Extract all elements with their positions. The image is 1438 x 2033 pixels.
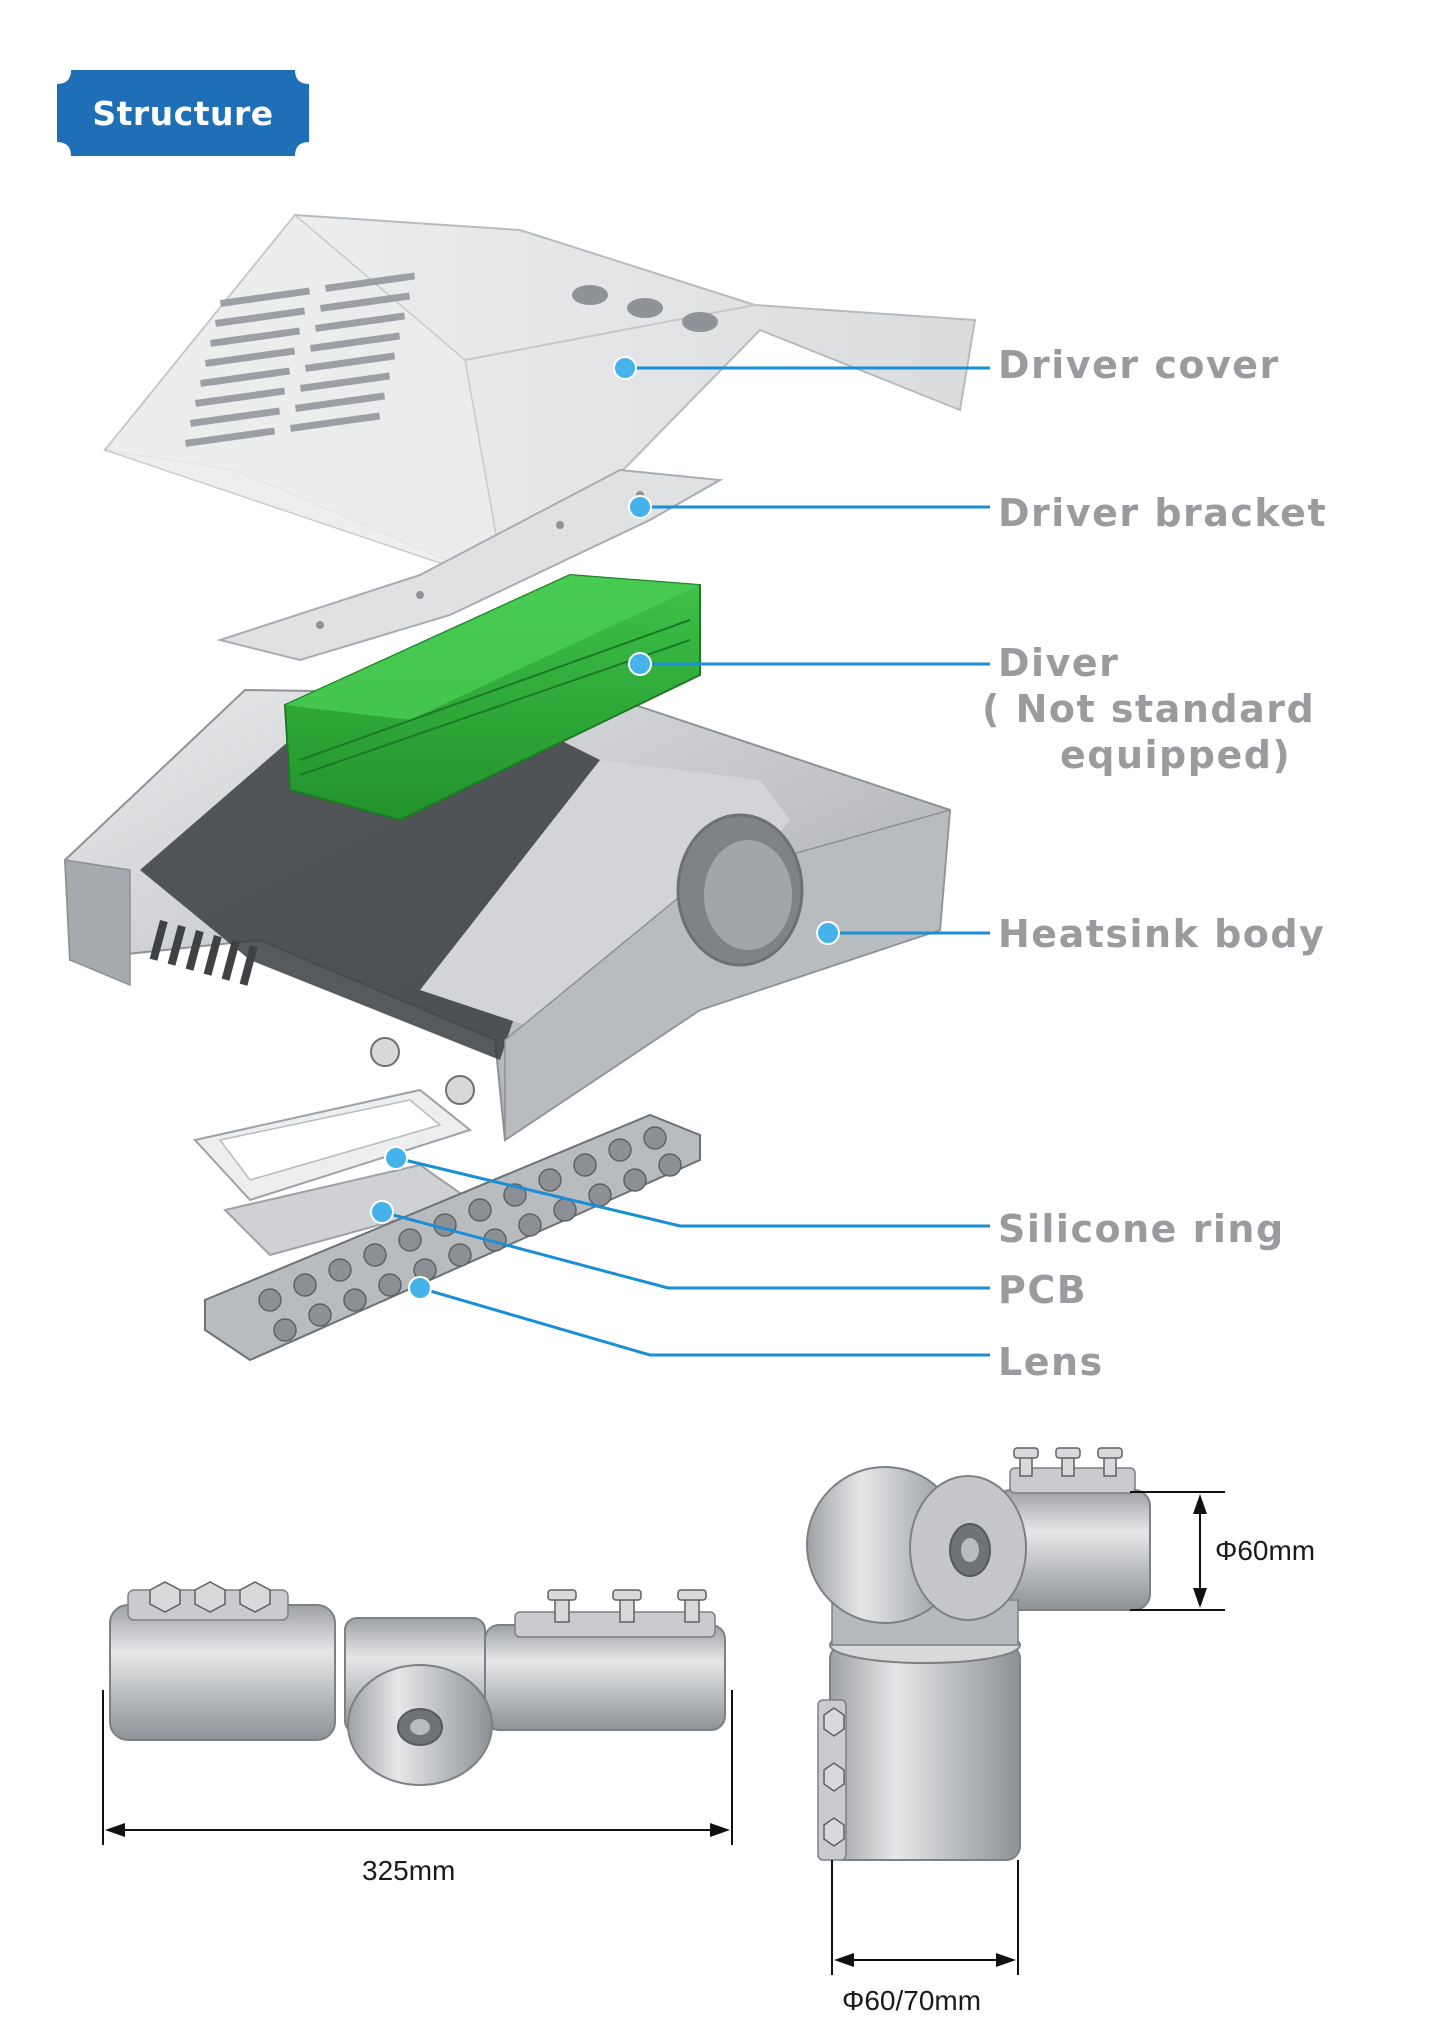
arm-diameter-dimension (1130, 1491, 1225, 1611)
horizontal-bracket (109, 1581, 726, 1786)
label-driver-cover: Driver cover (998, 343, 1280, 387)
label-lens: Lens (998, 1340, 1104, 1384)
section-title: Structure (92, 93, 274, 133)
dimension-arm-diameter: Φ60mm (1215, 1535, 1316, 1566)
dimension-pole-diameter: Φ60/70mm (842, 1985, 982, 2016)
lens-part (204, 1113, 701, 1362)
cover-vent-slots (185, 272, 416, 447)
callout-lines (381, 366, 990, 1357)
heatsink-body-part (63, 688, 952, 1142)
driver-cover-part (103, 213, 977, 587)
section-badge: Structure (57, 70, 309, 156)
label-silicone-ring: Silicone ring (998, 1207, 1285, 1251)
silicone-ring-part (193, 1088, 473, 1202)
label-driver-note-2: equipped) (1060, 733, 1292, 777)
label-driver-bracket: Driver bracket (998, 491, 1328, 535)
badge-shape (57, 70, 309, 156)
driver-part (283, 573, 701, 822)
pole-diameter-dimension (831, 1860, 1019, 1975)
heatsink-vents (149, 919, 258, 986)
label-heatsink-body: Heatsink body (998, 912, 1326, 956)
bracket-length-dimension (102, 1690, 733, 1845)
callout-dots (370, 356, 840, 1300)
lens-grid (258, 1126, 682, 1342)
label-driver: Diver (998, 641, 1120, 685)
label-pcb: PCB (998, 1268, 1088, 1312)
pole-mount (806, 1447, 1151, 1861)
dimension-bracket-length: 325mm (362, 1855, 456, 1886)
label-driver-note-1: ( Not standard (982, 687, 1316, 731)
